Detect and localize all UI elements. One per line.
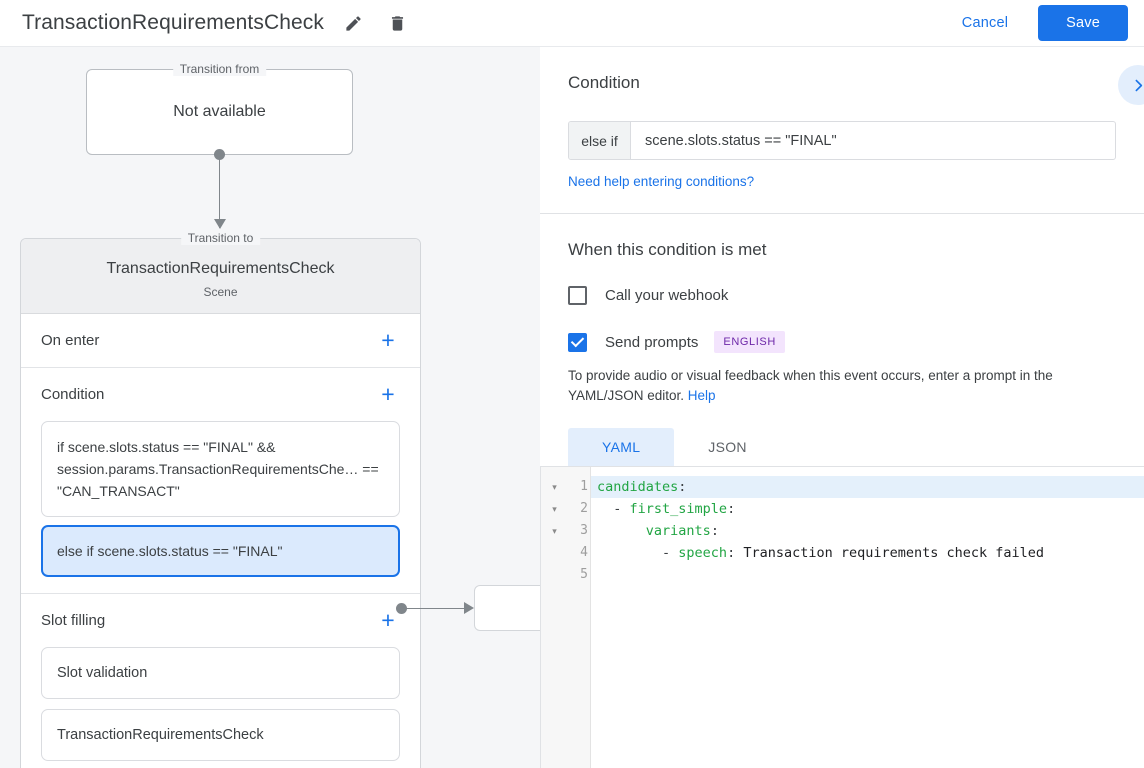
transition-from-text: Not available	[173, 103, 266, 120]
section-title-condition: Condition	[41, 386, 105, 403]
fold-toggle-icon[interactable]: ▾	[552, 525, 557, 536]
code-line: variants:	[645, 523, 719, 539]
edge-vertical-line	[218, 154, 221, 228]
call-webhook-checkbox[interactable]	[568, 286, 587, 305]
line-number: 4	[580, 545, 588, 560]
trash-icon[interactable]	[382, 8, 412, 38]
code-line: candidates:	[591, 476, 1144, 498]
line-number: 2	[580, 501, 588, 516]
code-line: - speech: Transaction requirements check…	[597, 545, 1045, 561]
app-body: Transition from Not available Transition…	[0, 47, 1144, 768]
collapse-panel-button[interactable]	[1118, 65, 1144, 105]
editor-format-tabs: YAML JSON	[568, 428, 1116, 466]
send-prompts-row: Send prompts ENGLISH	[568, 331, 1116, 353]
transition-from-node[interactable]: Transition from Not available	[86, 62, 353, 155]
condition-prefix-label: else if	[569, 122, 631, 159]
section-on-enter: On enter +	[21, 314, 420, 368]
call-webhook-label: Call your webhook	[605, 287, 729, 304]
pencil-icon[interactable]	[338, 8, 368, 38]
flow-canvas[interactable]: Transition from Not available Transition…	[0, 47, 540, 768]
line-number: 3	[580, 523, 588, 538]
line-number: 1	[580, 479, 588, 494]
prompts-help-link[interactable]: Help	[687, 388, 716, 403]
edge-arrow-right-icon	[464, 602, 474, 614]
condition-card-selected[interactable]: else if scene.slots.status == "FINAL"	[41, 525, 400, 577]
condition-card[interactable]: if scene.slots.status == "FINAL" && sess…	[41, 421, 400, 517]
tab-yaml[interactable]: YAML	[568, 428, 675, 466]
edge-horizontal-line	[404, 607, 466, 609]
panel-condition-section: Condition else if Need help entering con…	[540, 47, 1144, 214]
section-title-on-enter: On enter	[41, 332, 100, 349]
transition-to-node[interactable]: Transition to TransactionRequirementsChe…	[20, 231, 421, 768]
code-line: - first_simple:	[597, 501, 736, 517]
send-prompts-checkbox[interactable]	[568, 332, 587, 352]
slot-card-validation[interactable]: Slot validation	[41, 647, 400, 699]
add-on-enter-button[interactable]: +	[381, 327, 395, 353]
editor-fold-column: ▾ ▾ ▾	[541, 467, 568, 768]
slot-card-transaction[interactable]: TransactionRequirementsCheck	[41, 709, 400, 761]
app-header: TransactionRequirementsCheck Cancel Save	[0, 0, 1144, 47]
scene-name: TransactionRequirementsCheck	[106, 260, 335, 277]
section-header-on-enter: On enter +	[41, 314, 400, 367]
condition-help-link[interactable]: Need help entering conditions?	[568, 174, 755, 189]
chevron-right-icon	[1135, 79, 1142, 91]
section-condition: Condition + if scene.slots.status == "FI…	[21, 368, 420, 594]
slot-filling-list: Slot validation TransactionRequirementsC…	[41, 647, 400, 768]
details-panel: Condition else if Need help entering con…	[540, 47, 1144, 768]
panel-heading-condition: Condition	[568, 73, 640, 92]
section-title-slot-filling: Slot filling	[41, 612, 106, 629]
save-button[interactable]: Save	[1038, 5, 1128, 41]
add-slot-filling-button[interactable]: +	[381, 607, 395, 633]
line-number: 5	[580, 567, 588, 582]
scene-kind: Scene	[203, 285, 238, 299]
condition-list: if scene.slots.status == "FINAL" && sess…	[41, 421, 400, 593]
section-header-slot-filling: Slot filling +	[41, 594, 400, 647]
language-badge: ENGLISH	[714, 331, 785, 353]
panel-heading-when-met: When this condition is met	[568, 240, 767, 259]
condition-input-row: else if	[568, 121, 1116, 160]
prompts-hint-text: To provide audio or visual feedback when…	[568, 368, 1053, 403]
edge-output-dot	[396, 603, 407, 614]
cancel-button[interactable]: Cancel	[946, 6, 1024, 40]
code-editor[interactable]: ▾ ▾ ▾ 1 2 3 4 5 candidates: - first_simp…	[540, 466, 1144, 768]
page-title: TransactionRequirementsCheck	[22, 11, 324, 34]
scene-node-header[interactable]: TransactionRequirementsCheck Scene	[21, 239, 420, 314]
prompts-hint: To provide audio or visual feedback when…	[568, 366, 1116, 406]
send-prompts-label: Send prompts	[605, 333, 699, 351]
section-slot-filling: Slot filling + Slot validation Transacti…	[21, 594, 420, 768]
panel-when-met-section: When this condition is met Call your web…	[540, 214, 1144, 466]
webhook-row: Call your webhook	[568, 286, 1116, 305]
add-condition-button[interactable]: +	[381, 381, 395, 407]
editor-code-area[interactable]: candidates: - first_simple: variants: - …	[591, 467, 1144, 768]
next-node-partial[interactable]	[474, 585, 540, 631]
fold-toggle-icon[interactable]: ▾	[552, 503, 557, 514]
transition-to-legend: Transition to	[180, 231, 261, 245]
tab-json[interactable]: JSON	[708, 439, 747, 455]
transition-from-legend: Transition from	[172, 62, 267, 76]
edge-arrow-down-icon	[213, 219, 226, 229]
editor-line-numbers: 1 2 3 4 5	[568, 467, 591, 768]
condition-expression-input[interactable]	[631, 122, 1115, 159]
fold-toggle-icon[interactable]: ▾	[552, 481, 557, 492]
section-header-condition: Condition +	[41, 368, 400, 421]
code-line	[591, 564, 1144, 586]
